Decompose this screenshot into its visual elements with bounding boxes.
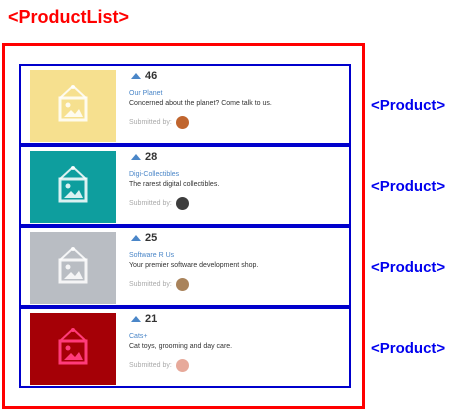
product-tag-label: <Product>	[371, 178, 446, 195]
submitted-by: Submitted by:	[129, 359, 189, 372]
upvote-caret-icon[interactable]	[131, 154, 141, 160]
product-tag-label: <Product>	[371, 340, 446, 357]
vote-count: 46	[131, 70, 157, 82]
product-tag-label: <Product>	[371, 97, 446, 114]
product-list-label: <ProductList>	[8, 7, 130, 27]
product-description: Concerned about the planet? Come talk to…	[129, 100, 272, 107]
vote-number: 46	[145, 70, 158, 82]
upvote-caret-icon[interactable]	[131, 316, 141, 322]
submitted-by: Submitted by:	[129, 116, 189, 129]
product-thumbnail	[30, 232, 116, 304]
vote-number: 28	[145, 151, 158, 163]
product-card: 25 Software R Us Your premier software d…	[19, 226, 351, 307]
image-placeholder-icon	[58, 328, 88, 365]
product-name-link[interactable]: Software R Us	[129, 252, 175, 259]
upvote-caret-icon[interactable]	[131, 73, 141, 79]
submitted-label: Submitted by:	[129, 200, 172, 207]
product-thumbnail	[30, 313, 116, 385]
submitted-label: Submitted by:	[129, 281, 172, 288]
vote-count: 28	[131, 151, 157, 163]
avatar	[175, 197, 189, 210]
product-name-link[interactable]: Digi-Collectibles	[129, 171, 180, 178]
product-thumbnail	[30, 151, 116, 223]
product-card: 21 Cats+ Cat toys, grooming and day care…	[19, 307, 351, 388]
avatar	[175, 359, 189, 372]
product-name-link[interactable]: Our Planet	[129, 90, 163, 97]
submitted-by: Submitted by:	[129, 278, 189, 291]
submitted-by: Submitted by:	[129, 197, 189, 210]
image-placeholder-icon	[58, 85, 88, 122]
product-description: Cat toys, grooming and day care.	[129, 343, 233, 350]
submitted-label: Submitted by:	[129, 362, 172, 369]
vote-number: 21	[145, 313, 158, 325]
vote-number: 25	[145, 232, 158, 244]
image-placeholder-icon	[58, 166, 88, 203]
product-card: 46 Our Planet Concerned about the planet…	[19, 64, 351, 145]
vote-count: 25	[131, 232, 157, 244]
product-description: The rarest digital collectibles.	[129, 181, 220, 188]
upvote-caret-icon[interactable]	[131, 235, 141, 241]
product-name-link[interactable]: Cats+	[129, 333, 148, 340]
product-card: 28 Digi-Collectibles The rarest digital …	[19, 145, 351, 226]
image-placeholder-icon	[58, 247, 88, 284]
avatar	[175, 116, 189, 129]
product-thumbnail	[30, 70, 116, 142]
avatar	[175, 278, 189, 291]
product-description: Your premier software development shop.	[129, 262, 259, 269]
product-tag-label: <Product>	[371, 259, 446, 276]
product-list-container	[2, 43, 365, 409]
vote-count: 21	[131, 313, 157, 325]
submitted-label: Submitted by:	[129, 119, 172, 126]
